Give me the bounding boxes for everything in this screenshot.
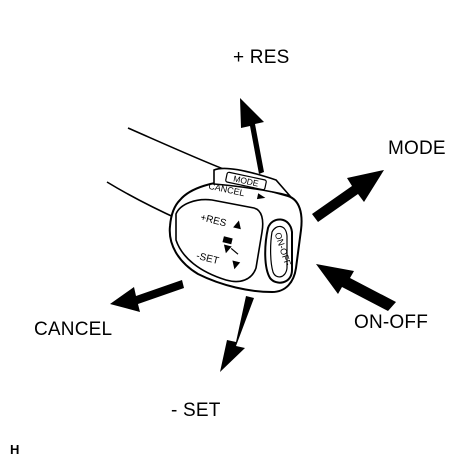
arrow-down-icon bbox=[220, 296, 254, 372]
arrow-press-icon bbox=[316, 264, 396, 311]
set-marking: -SET bbox=[195, 251, 241, 270]
arrow-left-icon bbox=[110, 280, 184, 312]
on-off-label: ON-OFF bbox=[354, 312, 429, 333]
on-off-button: ON-OFF bbox=[264, 218, 293, 284]
cancel-label: CANCEL bbox=[34, 319, 113, 340]
switch-body bbox=[168, 167, 303, 294]
arrow-up-right-icon bbox=[312, 170, 384, 222]
set-marking-text: -SET bbox=[195, 251, 220, 267]
mode-label: MODE bbox=[388, 138, 446, 159]
mode-marking: MODE bbox=[225, 171, 267, 191]
arrow-up-icon bbox=[240, 98, 264, 174]
figure-code: H bbox=[10, 442, 20, 457]
res-set-icon bbox=[222, 236, 239, 255]
lever-stalk-lower bbox=[106, 181, 181, 221]
lever-stalk-upper bbox=[127, 127, 227, 171]
set-label: - SET bbox=[171, 400, 221, 421]
res-label: + RES bbox=[233, 47, 290, 68]
